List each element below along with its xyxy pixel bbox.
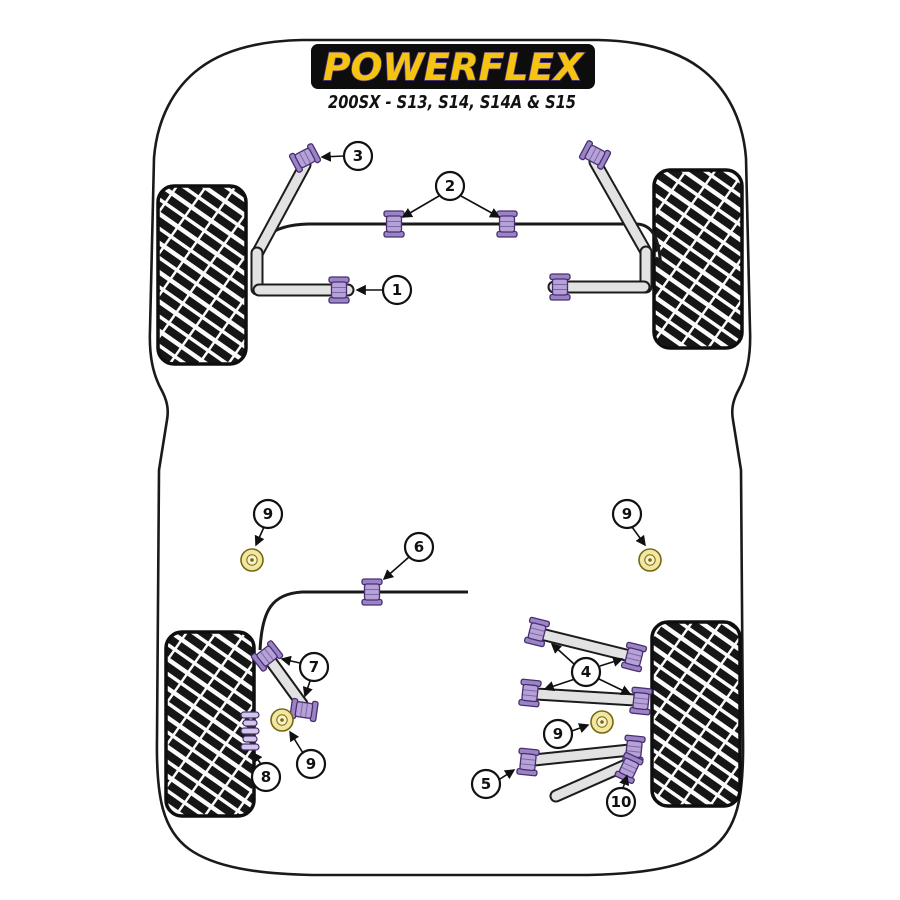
callout-number: 9 [553,725,563,743]
callout-7: 7 [280,651,330,698]
callout-9-rear-left: 9 [289,730,327,780]
brand-banner: POWERFLEX [311,44,595,90]
callout-9-front-left: 9 [252,498,284,547]
bushing-icon [289,697,319,723]
callout-9-front-right: 9 [611,498,646,547]
callout-number: 9 [306,755,316,773]
callout-number: 10 [611,793,632,811]
callout-number: 8 [261,768,271,786]
banner-background [311,44,595,89]
callout-2: 2 [401,170,501,218]
callout-8: 8 [250,751,282,793]
bushing-icon [361,578,383,606]
callout-number: 7 [309,658,319,676]
callout-number: 9 [622,505,632,523]
callout-number: 6 [414,538,424,556]
callout-9-rear-right: 9 [542,718,590,750]
callout-5: 5 [470,768,516,800]
callout-6: 6 [382,531,435,581]
callout-number: 4 [581,663,591,681]
rear-suspension [240,548,662,803]
bushing-icon [383,210,405,238]
rear-right-arms [527,627,642,803]
washer-icon [270,708,294,732]
model-line-text: 200SX - S13, S14, S14A & S15 [328,93,576,113]
washer-icon [590,710,614,734]
rear-anti-roll-bar [258,590,468,651]
bushing-icon [549,273,571,301]
brand-logo-text: POWERFLEX [323,46,586,89]
callout-1: 1 [355,274,413,306]
tire-rear-right [650,620,742,808]
callout-number: 9 [263,505,273,523]
callout-4: 4 [543,642,632,695]
rear-left-arms [263,653,309,711]
callout-3: 3 [320,140,374,172]
callout-number: 1 [392,281,402,299]
tire-front-left [156,184,248,366]
callout-number: 5 [481,775,491,793]
tire-front-right [652,168,744,350]
bushing-icon [518,678,542,708]
front-suspension [250,139,663,304]
front-right-arms [547,155,653,294]
bump-stop-stack [240,711,260,751]
bushing-icon [629,686,653,716]
bushing-icon [496,210,518,238]
bushing-icon [516,747,540,777]
callout-number: 2 [445,177,455,195]
tire-rear-left [164,630,256,818]
washer-icon [240,548,264,572]
bushing-icon [328,276,350,304]
callout-number: 3 [353,147,363,165]
callout-10: 10 [605,774,637,818]
washer-icon [638,548,662,572]
